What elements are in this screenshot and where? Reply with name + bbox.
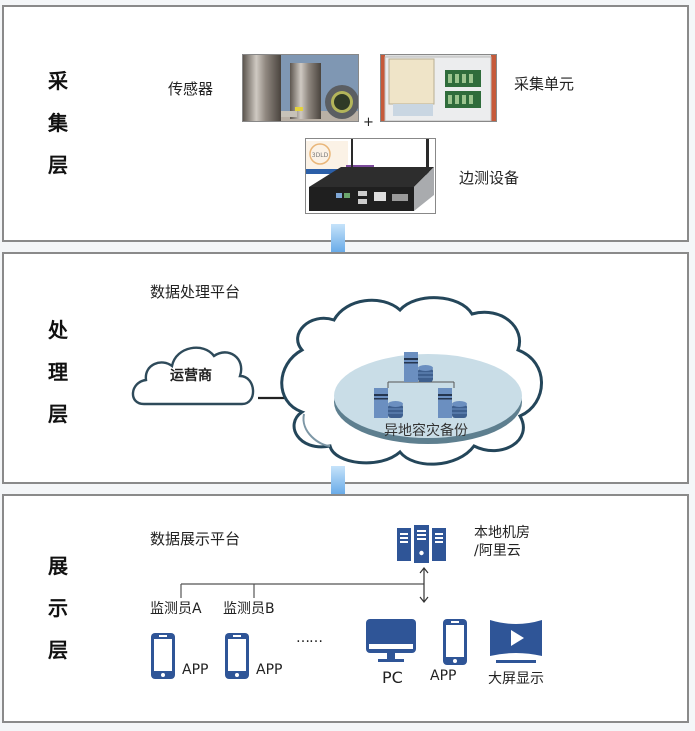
- edge-logo-text: 3DLD: [312, 152, 329, 159]
- title-char: 层: [48, 638, 68, 662]
- processing-platform-label: 数据处理平台: [150, 283, 241, 301]
- processing-layer-panel: 处 理 层 数据处理平台: [2, 252, 689, 484]
- server-location-label: 本地机房 /阿里云: [474, 524, 530, 560]
- title-char: 理: [48, 360, 68, 384]
- acquisition-unit-label: 采集单元: [514, 75, 575, 93]
- sensor-label: 传感器: [168, 80, 214, 98]
- cloud-diagram: [131, 296, 543, 466]
- sensor-photo: [242, 54, 359, 122]
- bidirectional-arrow-icon: [419, 567, 429, 603]
- monitor-b-label: 监测员B: [223, 601, 275, 617]
- title-char: 采: [48, 69, 68, 93]
- monitor-a-label: 监测员A: [150, 601, 202, 617]
- pc-label: PC: [382, 668, 403, 687]
- acquisition-unit-photo: [380, 54, 497, 122]
- server-label-line2: /阿里云: [474, 543, 521, 559]
- big-screen-label: 大屏显示: [488, 671, 544, 687]
- edge-device-label: 边测设备: [459, 169, 520, 187]
- server-rack-icon: [397, 525, 447, 563]
- server-icon-left: [374, 388, 403, 418]
- title-char: 集: [48, 111, 68, 135]
- collection-layer-title: 采 集 层: [46, 69, 70, 195]
- phone-icon: [224, 632, 250, 680]
- ellipsis: ……: [296, 630, 323, 646]
- display-platform-label: 数据展示平台: [150, 530, 241, 548]
- title-char: 示: [48, 596, 68, 620]
- carrier-cloud-icon: [131, 346, 255, 406]
- title-char: 层: [48, 402, 68, 426]
- big-screen-icon: [490, 620, 542, 664]
- app-a-label: APP: [182, 662, 209, 678]
- phone-icon: [150, 632, 176, 680]
- display-layer-title: 展 示 层: [46, 554, 70, 680]
- server-label-line1: 本地机房: [474, 525, 530, 541]
- backup-label: 异地容灾备份: [384, 423, 468, 439]
- app-b-label: APP: [256, 662, 283, 678]
- display-layer-panel: 展 示 层 数据展示平台 本地机房 /阿里云: [2, 494, 689, 723]
- server-icon-right: [438, 388, 467, 418]
- carrier-label: 运营商: [170, 368, 212, 384]
- edge-device-photo: 3DLD: [305, 138, 436, 214]
- processing-layer-title: 处 理 层: [46, 318, 70, 444]
- plus-sign: +: [363, 115, 374, 130]
- pc-monitor-icon: [366, 619, 416, 663]
- server-icon-top: [404, 352, 433, 382]
- title-char: 展: [48, 554, 68, 578]
- connection-lines: [180, 567, 429, 603]
- collection-layer-panel: 采 集 层 传感器: [2, 5, 689, 242]
- phone-icon: [442, 618, 468, 666]
- title-char: 层: [48, 153, 68, 177]
- app-c-label: APP: [430, 668, 457, 684]
- title-char: 处: [48, 318, 68, 342]
